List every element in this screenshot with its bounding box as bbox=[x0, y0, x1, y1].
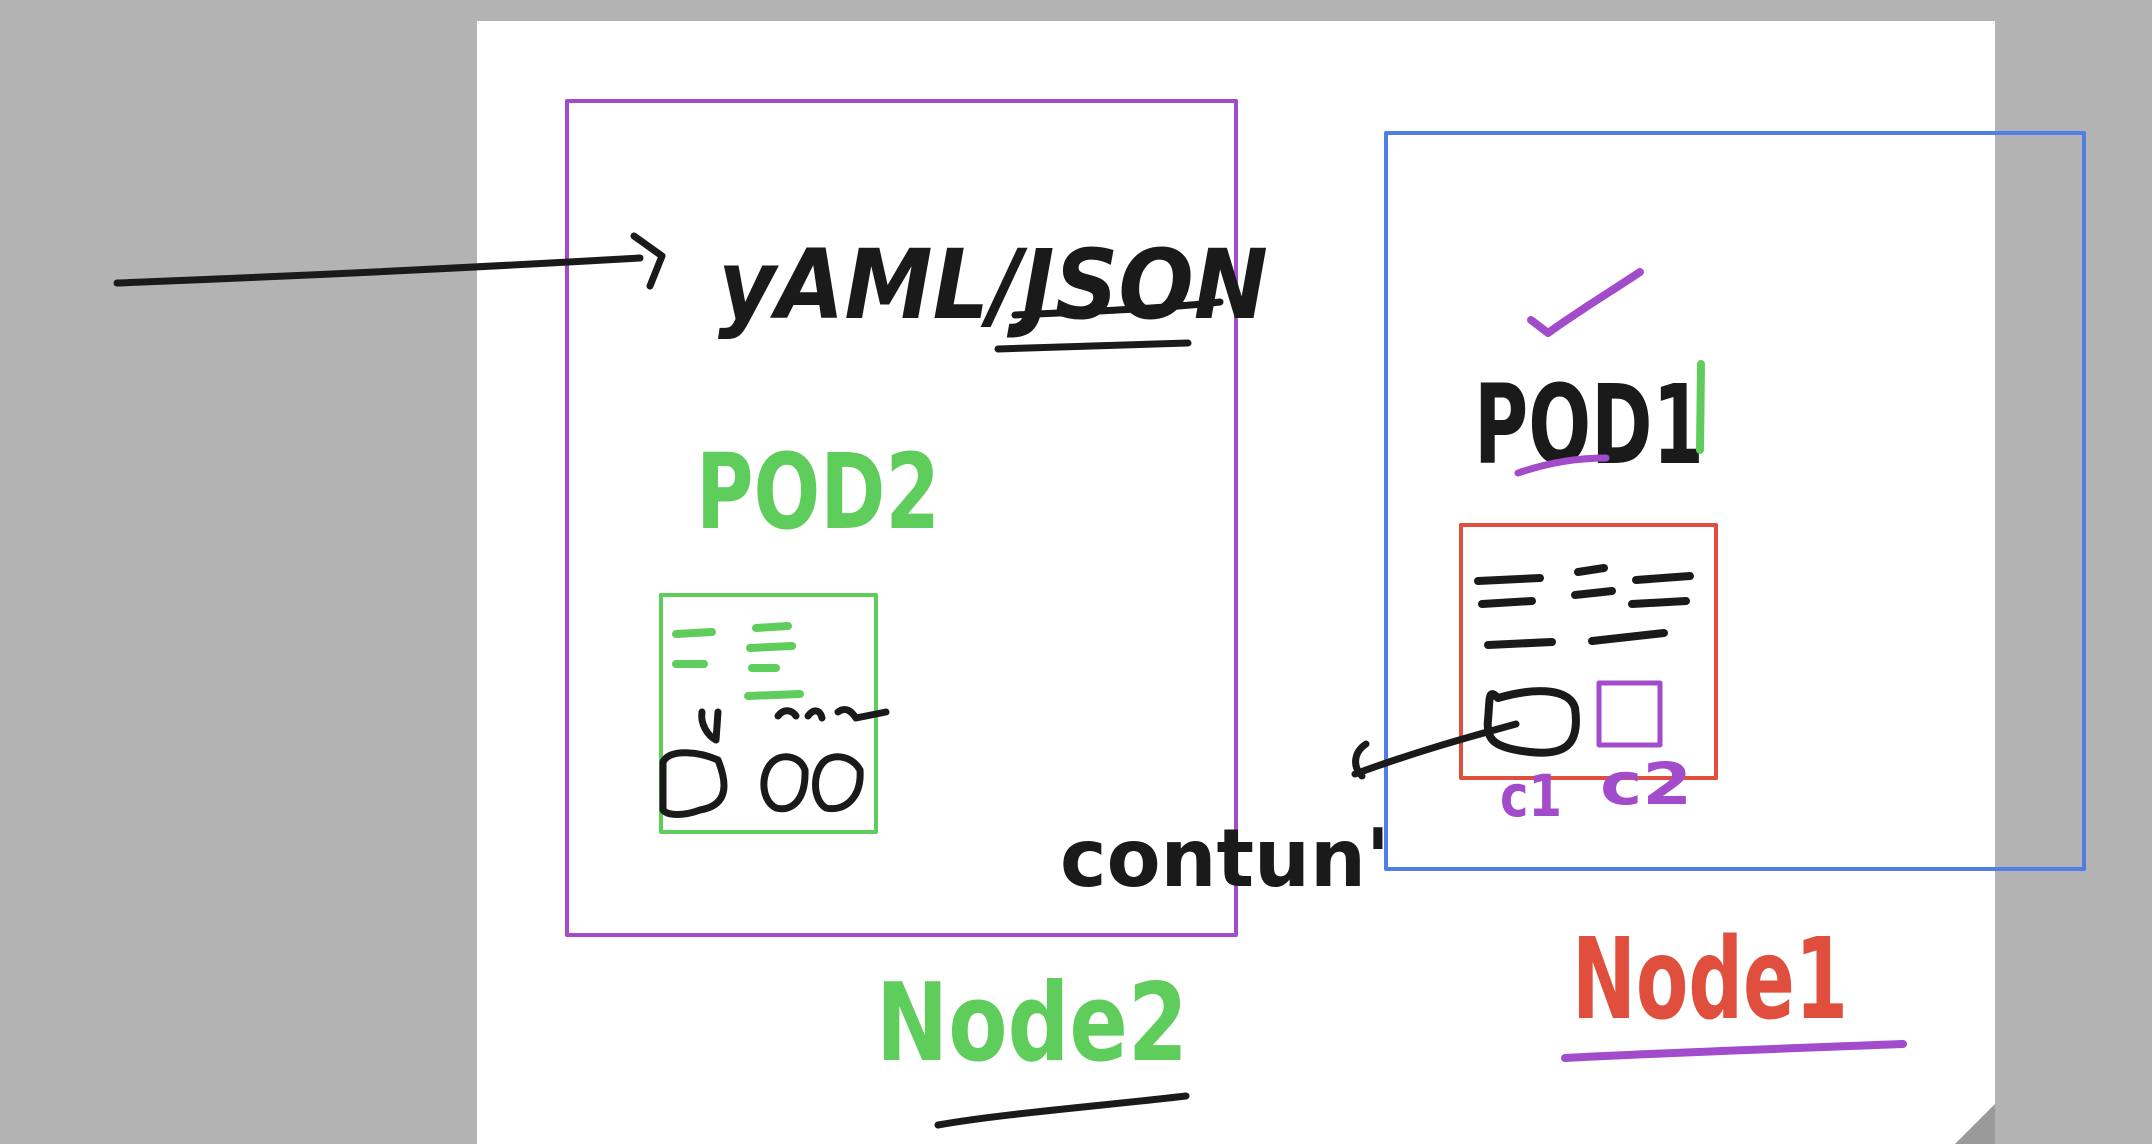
container-label: contun' bbox=[1060, 812, 1390, 905]
node1-underline bbox=[1561, 1040, 1907, 1062]
json-underline-1 bbox=[1011, 298, 1224, 319]
node1-label: Node1 bbox=[1572, 915, 1848, 1045]
container-c1 bbox=[1483, 687, 1580, 757]
pod1-box bbox=[1459, 523, 1718, 780]
pod1-underline bbox=[1514, 454, 1610, 477]
node1-box bbox=[1384, 131, 2086, 871]
check-mark-icon bbox=[1527, 268, 1644, 337]
node2-box bbox=[565, 99, 1238, 937]
c1-label: c1 bbox=[1500, 762, 1562, 830]
pod2-label: POD2 bbox=[696, 431, 940, 553]
pod2-spec-lines bbox=[672, 622, 804, 700]
container-c2 bbox=[1596, 680, 1663, 748]
node2-label: Node2 bbox=[876, 961, 1188, 1086]
arrow-into-node2 bbox=[113, 232, 666, 290]
container-pointer-line bbox=[1351, 720, 1520, 780]
yaml-json-label: yAML/JSON bbox=[718, 229, 1268, 341]
pod1-spec-lines bbox=[1474, 564, 1694, 649]
c2-label: c2 bbox=[1600, 750, 1692, 818]
json-underline-2 bbox=[994, 339, 1192, 353]
pod1-label: POD1 bbox=[1474, 361, 1704, 489]
page-curl-corner bbox=[1955, 1104, 1995, 1144]
node2-underline bbox=[934, 1092, 1190, 1129]
pod1-one-stroke bbox=[1696, 360, 1705, 454]
pod2-containers-sketch bbox=[659, 706, 890, 818]
